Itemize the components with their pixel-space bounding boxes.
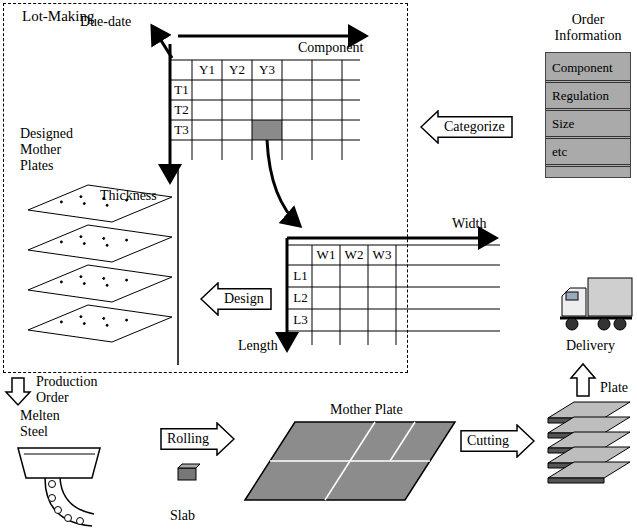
- cut-dot: [60, 281, 62, 283]
- step-label: Delivery: [566, 338, 615, 354]
- field-name: Size: [546, 111, 630, 139]
- table-cell: W2: [340, 245, 368, 265]
- field-name: Regulation: [546, 83, 630, 111]
- cut-dot: [126, 239, 128, 241]
- designed-plate: [28, 265, 172, 302]
- cut-dot: [126, 279, 128, 281]
- cut-dot: [80, 196, 82, 198]
- order-info-box: Order InformationComponentRegulationSize…: [545, 12, 631, 178]
- cut-plate: [548, 432, 630, 448]
- cut-plate: [548, 447, 630, 463]
- arrow-label: Cutting: [467, 433, 509, 449]
- group-label: Designed Mother Plates: [20, 126, 92, 174]
- cut-dot: [103, 237, 105, 239]
- field-name: Component: [546, 55, 630, 83]
- table-cell: T3: [171, 120, 192, 140]
- designed-plate: [28, 185, 172, 222]
- cut-dot: [60, 241, 62, 243]
- table-cell: W1: [312, 245, 340, 265]
- block-arrow: Cutting: [460, 424, 535, 458]
- cut-dot: [60, 201, 62, 203]
- axis-label: Component: [298, 40, 363, 56]
- table-cell: Y1: [192, 60, 222, 80]
- axis-label: Length: [238, 338, 278, 354]
- table-cell: L1: [289, 265, 312, 287]
- cut-dot: [106, 244, 108, 246]
- block-arrow-shape: [461, 425, 534, 457]
- cut-dot: [126, 319, 128, 321]
- cut-plate-edge: [548, 478, 604, 483]
- cut-dot: [80, 316, 82, 318]
- part-label: Slab: [170, 508, 195, 524]
- dashed-region: Lot-MakingDesign: [3, 3, 408, 373]
- block-arrow-shape: [201, 283, 271, 315]
- table-cell: Y3: [252, 60, 282, 80]
- cut-dot: [80, 276, 82, 278]
- designed-plate: [28, 305, 172, 342]
- cut-dot: [83, 283, 85, 285]
- designed-plate: [28, 225, 172, 262]
- cut-dot: [83, 203, 85, 205]
- axis-label: Due-date: [80, 14, 131, 30]
- cut-dot: [106, 324, 108, 326]
- table-cell: W3: [368, 245, 396, 265]
- cut-dot: [106, 204, 108, 206]
- table-cell: L3: [289, 309, 312, 331]
- part-label: Mother Plate: [330, 402, 403, 418]
- cut-dot: [83, 323, 85, 325]
- roller: [65, 515, 72, 522]
- cut-plate: [548, 417, 630, 433]
- step-label: Production Order: [36, 374, 112, 406]
- cut-dot: [60, 321, 62, 323]
- selected-cell: [252, 120, 282, 140]
- cut-dot: [106, 284, 108, 286]
- cut-dot: [103, 317, 105, 319]
- table-cell: Y2: [222, 60, 252, 80]
- part-label: Plate: [600, 380, 628, 396]
- arrow-label: Categorize: [444, 119, 505, 135]
- cut-plate: [548, 462, 630, 478]
- axis-label: Thickness: [100, 188, 157, 204]
- arrow-label: Design: [224, 291, 264, 307]
- block-arrow: Categorize: [420, 110, 513, 144]
- table-cell: L2: [289, 287, 312, 309]
- field-name: etc: [546, 139, 630, 167]
- block-arrow: Rolling: [160, 422, 235, 456]
- arrow-label: Rolling: [167, 431, 209, 447]
- roller: [55, 507, 62, 514]
- roller: [77, 518, 84, 525]
- cut-dot: [83, 243, 85, 245]
- axis-label: Width: [452, 216, 486, 232]
- cut-dot: [103, 277, 105, 279]
- block-arrow-shape: [421, 111, 512, 143]
- block-arrow: Design: [200, 282, 272, 316]
- grey-field-list: ComponentRegulationSizeetc: [545, 52, 631, 178]
- block-arrow-shape: [161, 423, 234, 455]
- roller: [49, 481, 56, 488]
- cut-dot: [80, 236, 82, 238]
- table-cell: T2: [171, 100, 192, 120]
- step-label: Melten Steel: [20, 408, 70, 440]
- roller: [49, 495, 56, 502]
- table-cell: T1: [171, 80, 192, 100]
- box-heading: Order Information: [545, 12, 631, 44]
- cut-plate: [548, 402, 630, 418]
